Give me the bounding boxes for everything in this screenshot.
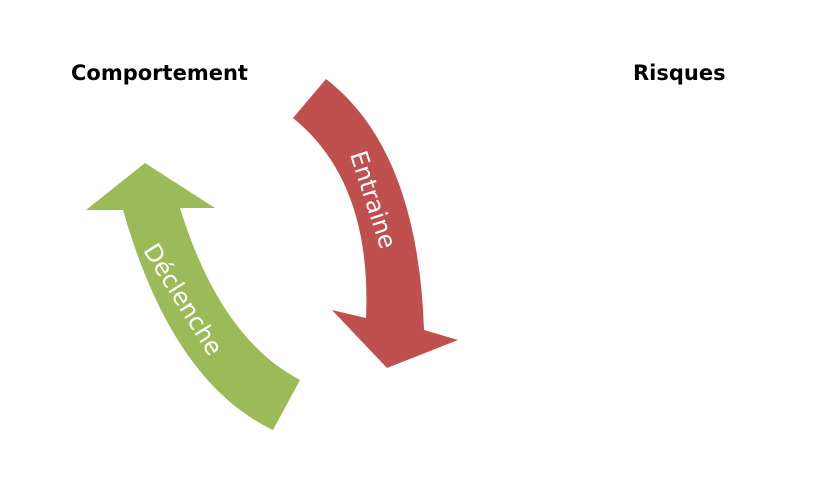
entraine-arrow: Entraine — [293, 79, 458, 368]
declenche-arrow: Déclenche — [86, 163, 300, 430]
entraine-arrow-shape — [293, 79, 458, 368]
label-comportement: Comportement — [71, 61, 248, 85]
label-risques: Risques — [633, 61, 726, 85]
declenche-arrow-shape — [86, 163, 300, 430]
